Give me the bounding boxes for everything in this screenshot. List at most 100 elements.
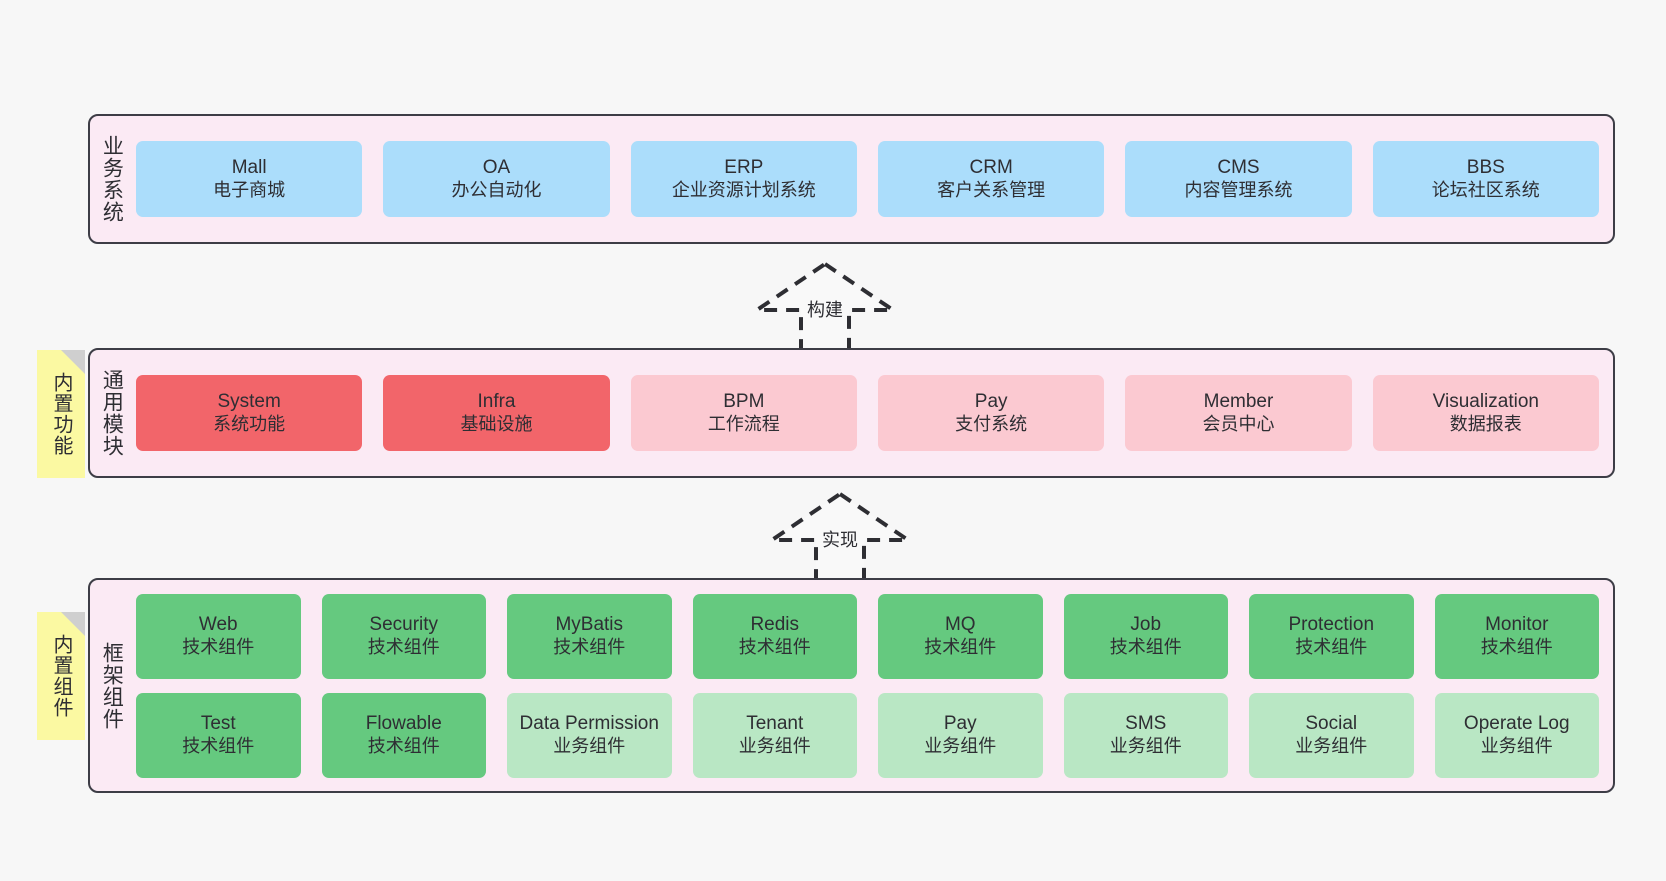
- box-social[interactable]: Social 业务组件: [1249, 692, 1414, 778]
- layer-title-framework-component: 框架组件: [100, 641, 124, 730]
- row-technical-components: Web 技术组件 Security 技术组件 MyBatis 技术组件 Redi…: [136, 593, 1599, 679]
- connector-implement-label: 实现: [822, 530, 858, 550]
- box-mq[interactable]: MQ 技术组件: [878, 593, 1043, 679]
- box-pay-component[interactable]: Pay 业务组件: [878, 692, 1043, 778]
- box-member[interactable]: Member 会员中心: [1125, 375, 1352, 451]
- box-subtitle: 电子商城: [213, 179, 286, 200]
- sticky-note-label: 内置功能: [50, 372, 72, 456]
- connector-implement: 实现: [760, 488, 920, 588]
- layer-title-business-system: 业务系统: [100, 135, 124, 223]
- box-title: Tenant: [746, 713, 804, 735]
- box-subtitle: 内容管理系统: [1184, 179, 1293, 200]
- box-subtitle: 业务组件: [1480, 735, 1553, 756]
- box-subtitle: 业务组件: [924, 735, 997, 756]
- connector-build: 构建: [745, 258, 905, 358]
- box-bpm[interactable]: BPM 工作流程: [630, 375, 857, 451]
- box-test[interactable]: Test 技术组件: [136, 692, 301, 778]
- box-subtitle: 数据报表: [1449, 413, 1522, 434]
- box-title: CRM: [969, 157, 1013, 179]
- layer-body-common-module: System 系统功能 Infra 基础设施 BPM 工作流程 Pay 支付系统…: [132, 350, 1613, 476]
- box-flowable[interactable]: Flowable 技术组件: [321, 692, 486, 778]
- sticky-note-builtin-functions: 内置功能: [37, 350, 85, 478]
- layer-title-common-module: 通用模块: [100, 369, 124, 457]
- connector-build-label: 构建: [807, 300, 843, 320]
- box-subtitle: 会员中心: [1202, 413, 1275, 434]
- box-title: Member: [1203, 391, 1274, 413]
- box-subtitle: 系统功能: [213, 413, 286, 434]
- box-title: Operate Log: [1463, 713, 1570, 735]
- box-mybatis[interactable]: MyBatis 技术组件: [507, 593, 672, 679]
- box-title: Monitor: [1485, 614, 1549, 636]
- box-pay-module[interactable]: Pay 支付系统: [877, 375, 1105, 451]
- layer-body-framework-component: Web 技术组件 Security 技术组件 MyBatis 技术组件 Redi…: [132, 580, 1613, 791]
- row-business-systems: Mall 电子商城 OA 办公自动化 ERP 企业资源计划系统 CRM 客户关系…: [136, 141, 1599, 217]
- box-title: Data Permission: [519, 713, 659, 735]
- box-sms[interactable]: SMS 业务组件: [1063, 692, 1228, 778]
- box-subtitle: 支付系统: [955, 413, 1028, 434]
- box-title: Protection: [1288, 614, 1375, 636]
- box-oa[interactable]: OA 办公自动化: [383, 141, 610, 217]
- layer-framework-component: 框架组件 Web 技术组件 Security 技术组件 MyBatis 技术组件…: [88, 578, 1615, 793]
- box-subtitle: 基础设施: [460, 413, 533, 434]
- box-subtitle: 技术组件: [1295, 636, 1368, 657]
- box-visualization[interactable]: Visualization 数据报表: [1372, 375, 1599, 451]
- box-title: System: [217, 391, 281, 413]
- box-subtitle: 技术组件: [182, 636, 255, 657]
- box-title: Test: [200, 713, 236, 735]
- sticky-note-label: 内置组件: [50, 634, 72, 718]
- box-subtitle: 业务组件: [1295, 735, 1368, 756]
- box-protection[interactable]: Protection 技术组件: [1249, 593, 1414, 679]
- box-title: Web: [198, 614, 238, 636]
- box-title: Infra: [477, 391, 516, 413]
- box-subtitle: 技术组件: [553, 636, 626, 657]
- box-title: Visualization: [1432, 391, 1539, 413]
- box-title: BPM: [723, 391, 765, 413]
- layer-business-system: 业务系统 Mall 电子商城 OA 办公自动化 ERP 企业资源计划系统 CRM…: [88, 114, 1615, 244]
- note-fold-corner-icon: [61, 612, 85, 636]
- dashed-up-arrow-icon: [765, 491, 915, 586]
- box-bbs[interactable]: BBS 论坛社区系统: [1372, 141, 1599, 217]
- box-subtitle: 业务组件: [553, 735, 626, 756]
- layer-common-module: 通用模块 System 系统功能 Infra 基础设施 BPM 工作流程 Pay…: [88, 348, 1615, 478]
- box-subtitle: 技术组件: [182, 735, 255, 756]
- box-title: Redis: [750, 614, 800, 636]
- box-subtitle: 技术组件: [367, 636, 440, 657]
- box-cms[interactable]: CMS 内容管理系统: [1125, 141, 1352, 217]
- box-subtitle: 工作流程: [707, 413, 780, 434]
- box-mall[interactable]: Mall 电子商城: [136, 141, 363, 217]
- box-subtitle: 业务组件: [738, 735, 811, 756]
- box-subtitle: 技术组件: [738, 636, 811, 657]
- note-fold-corner-icon: [61, 350, 85, 374]
- box-subtitle: 企业资源计划系统: [671, 179, 816, 200]
- box-title: Social: [1305, 713, 1358, 735]
- box-job[interactable]: Job 技术组件: [1063, 593, 1228, 679]
- box-monitor[interactable]: Monitor 技术组件: [1434, 593, 1599, 679]
- box-infra[interactable]: Infra 基础设施: [383, 375, 610, 451]
- box-security[interactable]: Security 技术组件: [321, 593, 486, 679]
- box-title: BBS: [1466, 157, 1505, 179]
- box-system[interactable]: System 系统功能: [136, 375, 363, 451]
- box-title: Pay: [974, 391, 1008, 413]
- box-title: Security: [369, 614, 439, 636]
- box-web[interactable]: Web 技术组件: [136, 593, 301, 679]
- box-title: SMS: [1125, 713, 1167, 735]
- box-title: CMS: [1217, 157, 1260, 179]
- box-subtitle: 客户关系管理: [937, 179, 1046, 200]
- box-title: Pay: [943, 713, 977, 735]
- box-subtitle: 技术组件: [367, 735, 440, 756]
- box-operate-log[interactable]: Operate Log 业务组件: [1434, 692, 1599, 778]
- box-title: ERP: [724, 157, 764, 179]
- row-business-components: Test 技术组件 Flowable 技术组件 Data Permission …: [136, 692, 1599, 778]
- layer-body-business-system: Mall 电子商城 OA 办公自动化 ERP 企业资源计划系统 CRM 客户关系…: [132, 116, 1613, 242]
- box-subtitle: 业务组件: [1109, 735, 1182, 756]
- box-erp[interactable]: ERP 企业资源计划系统: [630, 141, 857, 217]
- box-data-permission[interactable]: Data Permission 业务组件: [507, 692, 672, 778]
- box-tenant[interactable]: Tenant 业务组件: [692, 692, 857, 778]
- box-subtitle: 论坛社区系统: [1431, 179, 1540, 200]
- box-redis[interactable]: Redis 技术组件: [692, 593, 857, 679]
- box-crm[interactable]: CRM 客户关系管理: [877, 141, 1105, 217]
- box-title: OA: [482, 157, 511, 179]
- dashed-up-arrow-icon: [750, 261, 900, 356]
- box-title: Mall: [231, 157, 267, 179]
